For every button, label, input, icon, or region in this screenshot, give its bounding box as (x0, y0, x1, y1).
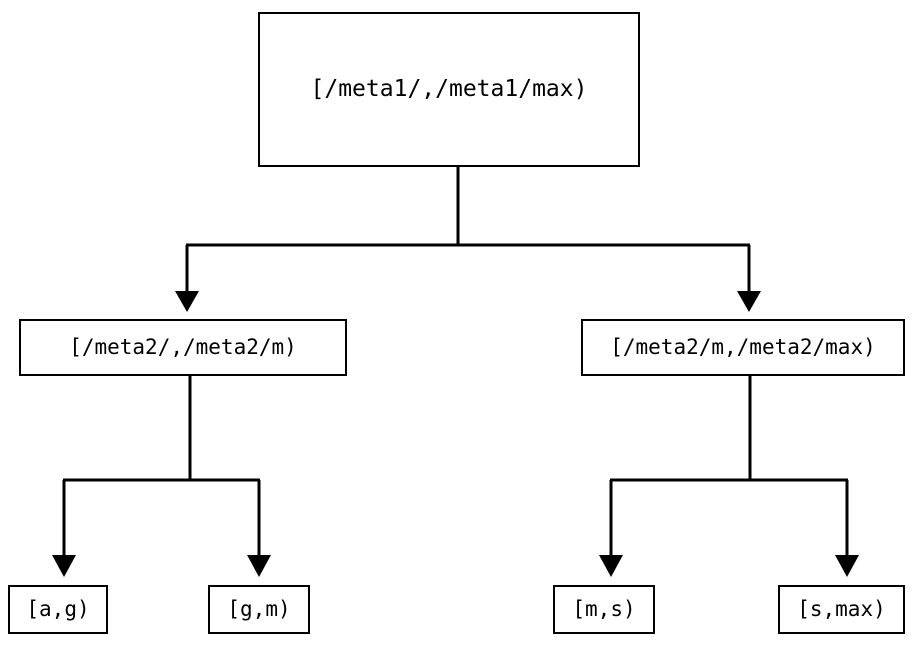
node-mid-left-label: [/meta2/,/meta2/m) (69, 335, 297, 359)
node-leaf-g-m-label: [g,m) (227, 597, 291, 621)
node-leaf-g-m[interactable]: [g,m) (208, 585, 310, 634)
node-mid-right[interactable]: [/meta2/m,/meta2/max) (581, 319, 905, 376)
arrowhead-to-mid-right (737, 291, 761, 312)
edge-root-to-mid (185, 167, 751, 292)
node-leaf-a-g-label: [a,g) (26, 597, 90, 621)
arrowhead-to-leaf-gm (247, 555, 271, 577)
edge-midleft-to-leaves (62, 376, 261, 556)
node-mid-left[interactable]: [/meta2/,/meta2/m) (19, 319, 347, 376)
node-root[interactable]: [/meta1/,/meta1/max) (258, 12, 640, 167)
node-leaf-m-s[interactable]: [m,s) (553, 585, 655, 634)
arrowhead-to-mid-left (175, 291, 199, 312)
node-leaf-a-g[interactable]: [a,g) (8, 585, 108, 634)
edge-midright-to-leaves (609, 376, 849, 556)
arrowhead-to-leaf-smax (835, 555, 859, 577)
arrowhead-to-leaf-ms (599, 555, 623, 577)
arrowhead-to-leaf-ag (52, 555, 76, 577)
node-leaf-s-max-label: [s,max) (797, 597, 886, 621)
node-mid-right-label: [/meta2/m,/meta2/max) (610, 335, 876, 359)
node-leaf-m-s-label: [m,s) (572, 597, 636, 621)
node-leaf-s-max[interactable]: [s,max) (778, 585, 905, 634)
node-root-label: [/meta1/,/meta1/max) (310, 76, 588, 102)
